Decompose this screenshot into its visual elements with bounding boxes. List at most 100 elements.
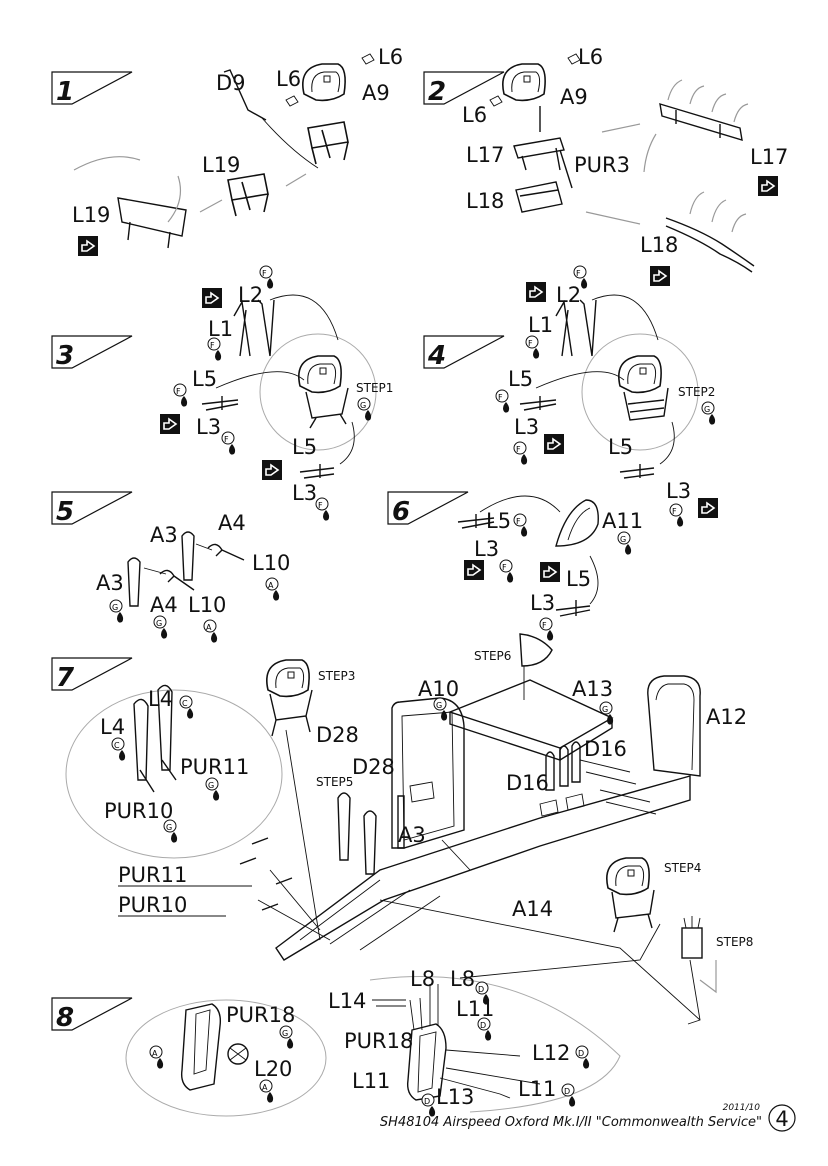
part-label: L6 (378, 45, 403, 69)
step-8-banner: 8 (51, 997, 133, 1033)
part-label: L5 (292, 435, 317, 459)
step-2-banner: 2 (423, 71, 505, 107)
svg-text:F: F (542, 621, 547, 630)
bend-fold-icon (525, 281, 547, 303)
svg-text:F: F (262, 269, 267, 278)
step-1-drawing: L6 L6 D9 A9 L19 L19 (72, 45, 403, 257)
svg-text:G: G (112, 603, 118, 612)
part-label: A3 (96, 571, 124, 595)
part-label: L4 (100, 715, 125, 739)
part-label: L11 (518, 1077, 556, 1101)
step-7-drawing: L4 C L4 C PUR11 G PUR10 G PUR11 PUR10 ST… (65, 633, 753, 1025)
bend-fold-icon (757, 175, 779, 197)
step-7-banner: 7 (51, 657, 133, 693)
step-2-drawing: L6 L6 A9 L17 PUR3 L18 L17 L18 (462, 45, 788, 287)
part-label: L10 (188, 593, 226, 617)
seat-part (501, 63, 546, 102)
seat-part (301, 63, 346, 102)
step-reference: STEP8 (716, 935, 753, 949)
wheel-part (227, 1043, 249, 1065)
part-label: L20 (254, 1057, 292, 1081)
part-label: L19 (72, 203, 110, 227)
step-6-drawing: L5 F A11 G L3 F L5 L3 F (457, 495, 643, 642)
part-label: A9 (560, 85, 588, 109)
bend-fold-icon (463, 559, 485, 581)
part-label: A4 (218, 511, 246, 535)
page-number: 4 (775, 1107, 788, 1131)
floor-part (275, 775, 691, 961)
console-part (180, 1003, 222, 1091)
part-label: A3 (150, 523, 178, 547)
svg-text:F: F (672, 507, 677, 516)
part-label: L11 (456, 997, 494, 1021)
step-4-banner: 4 (423, 335, 505, 371)
step-number: 4 (427, 341, 446, 371)
svg-text:G: G (156, 619, 162, 628)
step-number: 6 (392, 497, 410, 527)
part-label: L14 (328, 989, 366, 1013)
bend-fold-icon (159, 413, 181, 435)
svg-text:F: F (176, 387, 181, 396)
part-label: A13 (572, 677, 613, 701)
part-label: L17 (466, 143, 504, 167)
svg-text:F: F (502, 563, 507, 572)
door-part (647, 675, 701, 777)
seat-part (265, 659, 310, 698)
part-label: L17 (750, 145, 788, 169)
seat-part (605, 857, 650, 896)
part-label: L3 (474, 537, 499, 561)
console-part (406, 1023, 447, 1101)
step-5-banner: 5 (51, 491, 133, 527)
step-reference: STEP4 (664, 861, 701, 875)
part-label: PUR10 (118, 893, 187, 917)
svg-text:D: D (480, 1021, 486, 1030)
step-reference: STEP1 (356, 381, 393, 395)
part-label: PUR11 (180, 755, 249, 779)
part-label: L1 (528, 313, 553, 337)
step-number: 5 (56, 497, 74, 527)
svg-text:G: G (208, 781, 214, 790)
part-label: PUR3 (574, 153, 630, 177)
part-label: A11 (602, 509, 643, 533)
step-reference: STEP6 (474, 649, 511, 663)
part-label: L11 (352, 1069, 390, 1093)
part-label: L3 (666, 479, 691, 503)
step-reference: STEP5 (316, 775, 353, 789)
footer-date: 2011/10 (723, 1103, 761, 1113)
part-label: L6 (462, 103, 487, 127)
step-reference: STEP3 (318, 669, 355, 683)
part-label: A12 (706, 705, 747, 729)
part-label: L5 (566, 567, 591, 591)
svg-text:F: F (498, 393, 503, 402)
part-label: D16 (506, 771, 549, 795)
part-label: L10 (252, 551, 290, 575)
svg-text:A: A (152, 1049, 158, 1058)
part-label: D28 (316, 723, 359, 747)
step-number: 3 (56, 341, 74, 371)
part-label: L3 (514, 415, 539, 439)
part-label: L2 (238, 283, 263, 307)
seat-frame-part (307, 121, 349, 165)
seat-part (297, 355, 342, 394)
svg-text:G: G (436, 701, 442, 710)
part-label: L4 (148, 687, 173, 711)
step-number: 7 (56, 663, 75, 693)
part-label: D9 (216, 71, 246, 95)
part-label: PUR11 (118, 863, 187, 887)
svg-text:A: A (268, 581, 274, 590)
bend-fold-icon (261, 459, 283, 481)
part-label: L3 (292, 481, 317, 505)
svg-text:F: F (210, 341, 215, 350)
bend-fold-icon (543, 433, 565, 455)
part-label: A14 (512, 897, 553, 921)
part-label: L1 (208, 317, 233, 341)
bend-fold-icon (697, 497, 719, 519)
svg-text:G: G (620, 535, 626, 544)
svg-text:F: F (516, 517, 521, 526)
footer-caption: SH48104 Airspeed Oxford Mk.I/II "Commonw… (380, 1115, 762, 1130)
svg-text:F: F (318, 501, 323, 510)
step-5-drawing: A3 A4 L10 A A3 G A4 G L10 A (96, 511, 290, 644)
svg-text:C: C (182, 699, 188, 708)
part-label: L5 (608, 435, 633, 459)
